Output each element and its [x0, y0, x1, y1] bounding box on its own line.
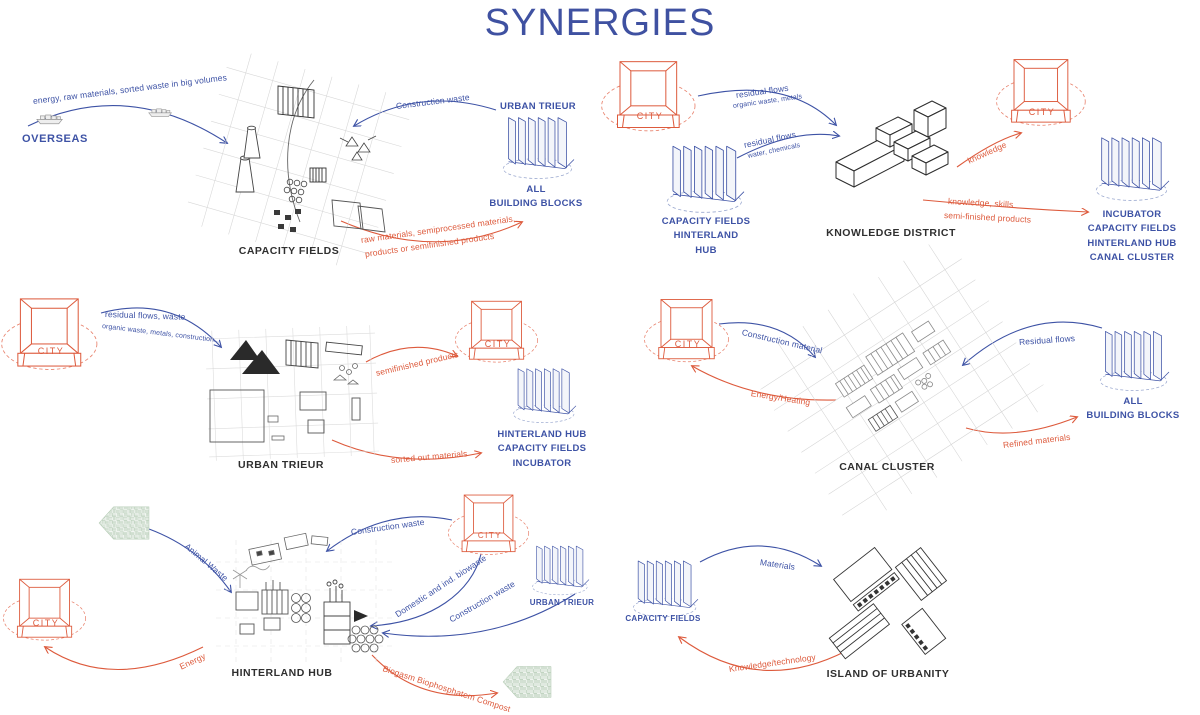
- city-tag: CITY: [636, 111, 664, 121]
- canal-cluster-drawing: [760, 244, 1044, 516]
- partner-label-incubator-group: INCUBATOR CAPACITY FIELDS HINTERLAND HUB…: [1072, 208, 1192, 265]
- partner-label-all-building-blocks: ALL BUILDING BLOCKS: [476, 183, 596, 212]
- cargo-ship-icon: [36, 114, 63, 125]
- partner-line: CANAL CLUSTER: [1089, 251, 1175, 263]
- partner-line: INCUBATOR: [1102, 209, 1162, 220]
- arrow-knowledge-tech-to-fields: [679, 637, 847, 672]
- city-tag: CITY: [674, 339, 702, 349]
- partner-line: BUILDING BLOCKS: [1086, 410, 1180, 422]
- node-title-knowledge-district: KNOWLEDGE DISTRICT: [826, 227, 956, 239]
- partner-line: CAPACITY FIELDS: [1087, 223, 1177, 235]
- arrow-biogas-to-field: [371, 654, 497, 696]
- city-icon: [1, 298, 98, 370]
- arrow-construction-waste-to-capacity-fields: [354, 100, 497, 126]
- partner-line: ALL: [1123, 396, 1143, 407]
- node-title-island-of-urbanity: ISLAND OF URBANITY: [826, 668, 950, 680]
- arrow-city-to-canal-cluster: [718, 322, 815, 357]
- arrow-fields-to-knowledge-district: [736, 134, 839, 159]
- partner-line: HINTERLAND: [673, 230, 739, 242]
- knowledge-district-drawing: [835, 100, 949, 188]
- arrow-trieur-to-hub: [383, 593, 576, 636]
- building-blocks-icon: [666, 145, 745, 213]
- capacity-fields-drawing: [187, 53, 410, 266]
- partner-line: HINTERLAND HUB: [1087, 237, 1177, 249]
- city-icon: [3, 578, 87, 641]
- partner-label-capacity-hinterland: CAPACITY FIELDS HINTERLAND HUB: [646, 215, 766, 258]
- node-title-canal-cluster: CANAL CLUSTER: [839, 461, 935, 473]
- arrow-semifinished-to-city: [365, 346, 457, 363]
- city-tag: CITY: [484, 339, 512, 349]
- partner-line: CAPACITY FIELDS: [497, 443, 587, 455]
- partner-label-capacity-fields-2: CAPACITY FIELDS: [625, 614, 701, 623]
- farm-field-icon: [502, 666, 552, 698]
- building-blocks-icon: [1099, 330, 1170, 391]
- page-title: SYNERGIES: [484, 2, 716, 44]
- partner-line: ALL: [526, 184, 546, 195]
- city-tag: CITY: [1028, 107, 1056, 117]
- city-icon: [644, 299, 729, 363]
- arrow-city-biowaste-to-hub: [371, 553, 482, 626]
- partner-line: INCUBATOR: [512, 457, 572, 469]
- arrow-city-to-urban-trieur: [100, 307, 221, 347]
- building-blocks-icon: [502, 117, 575, 179]
- arrow-refined-materials-out: [965, 417, 1077, 434]
- node-title-capacity-fields: CAPACITY FIELDS: [238, 245, 340, 257]
- node-title-urban-trieur: URBAN TRIEUR: [238, 459, 324, 471]
- city-tag: CITY: [32, 618, 60, 628]
- node-title-hinterland-hub: HINTERLAND HUB: [231, 667, 333, 679]
- cargo-ship-icon: [148, 108, 172, 118]
- partner-label-urban-trieur-2: URBAN TRIEUR: [529, 598, 595, 607]
- arrow-fields-to-island: [699, 545, 821, 566]
- arrow-knowledge-skills-out: [922, 199, 1088, 212]
- arrow-city-to-knowledge-district-1: [697, 89, 836, 125]
- building-blocks-icon: [1095, 137, 1170, 201]
- overseas-label: OVERSEAS: [22, 133, 88, 145]
- city-icon: [448, 494, 530, 555]
- arrow-field-to-hinterland-hub: [148, 528, 231, 592]
- building-blocks-icon: [532, 545, 590, 596]
- partner-line: BUILDING BLOCKS: [489, 198, 583, 210]
- arrow-blocks-to-canal-cluster: [963, 321, 1103, 365]
- arrow-knowledge-to-city: [956, 133, 1021, 168]
- building-blocks-icon: [632, 560, 699, 617]
- island-of-urbanity-drawing: [828, 546, 948, 660]
- arrow-energy-to-city: [45, 647, 204, 671]
- hinterland-hub-drawing: [216, 532, 396, 662]
- arrow-sorted-materials-out: [331, 439, 481, 460]
- city-tag: CITY: [37, 346, 65, 356]
- partner-line: HUB: [695, 244, 717, 256]
- partner-line: CAPACITY FIELDS: [661, 216, 751, 227]
- partner-line: HINTERLAND HUB: [497, 429, 587, 440]
- arrow-energy-heating-to-city: [692, 366, 837, 401]
- partner-label-urban-trieur: URBAN TRIEUR: [500, 101, 576, 112]
- flow-arrows: [27, 89, 1103, 696]
- arrow-city-construction-to-hub: [327, 516, 453, 551]
- urban-trieur-drawing: [205, 325, 380, 461]
- partner-label-hinterland-group: HINTERLAND HUB CAPACITY FIELDS INCUBATOR: [482, 428, 602, 471]
- partner-label-all-building-blocks-2: ALL BUILDING BLOCKS: [1073, 395, 1193, 424]
- building-blocks-icon: [512, 368, 577, 424]
- city-icon: [455, 300, 539, 363]
- farm-field-icon: [98, 506, 150, 540]
- city-tag: CITY: [477, 531, 503, 540]
